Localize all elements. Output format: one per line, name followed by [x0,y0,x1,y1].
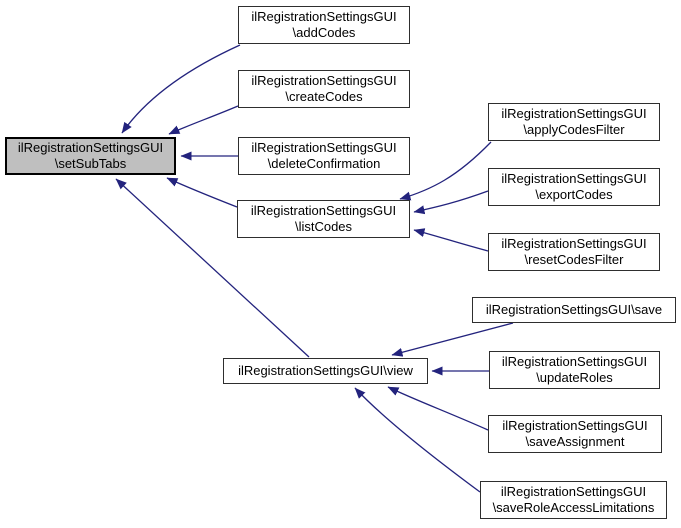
node-view[interactable]: ilRegistrationSettingsGUI\view [223,358,428,384]
edge-addcodes-to-setsubtabs [121,44,241,134]
node-applycodesfilter[interactable]: ilRegistrationSettingsGUI \applyCodesFil… [488,103,660,141]
node-label-line: ilRegistrationSettingsGUI\save [485,302,663,317]
node-listcodes[interactable]: ilRegistrationSettingsGUI \listCodes [237,200,410,238]
node-label-line: \resetCodesFilter [524,252,624,267]
node-deleteconfirmation[interactable]: ilRegistrationSettingsGUI \deleteConfirm… [238,137,410,175]
node-label-line: ilRegistrationSettingsGUI [501,236,647,251]
node-label-line: \listCodes [294,219,353,234]
node-updateroles[interactable]: ilRegistrationSettingsGUI \updateRoles [489,351,660,389]
node-label-line: \updateRoles [536,370,613,385]
edge-saveassignment-to-view [387,386,489,431]
node-label-line: ilRegistrationSettingsGUI [250,203,397,218]
edge-applycodesfilter-to-listcodes [399,141,492,201]
node-label-line: \saveRoleAccessLimitations [492,500,655,515]
node-label-line: \exportCodes [535,187,613,202]
edge-saveroleaccesslimitations-to-view [354,387,481,493]
node-saveassignment[interactable]: ilRegistrationSettingsGUI \saveAssignmen… [488,415,662,453]
node-label-line: ilRegistrationSettingsGUI\view [238,363,413,378]
node-label-line: ilRegistrationSettingsGUI [501,354,648,369]
node-label-line: \applyCodesFilter [523,122,625,137]
node-label-line: ilRegistrationSettingsGUI [502,418,648,433]
node-setsubtabs: ilRegistrationSettingsGUI \setSubTabs [5,137,176,175]
node-saveroleaccesslimitations[interactable]: ilRegistrationSettingsGUI \saveRoleAcces… [480,481,667,519]
node-label-line: ilRegistrationSettingsGUI [17,140,164,155]
edge-resetcodesfilter-to-listcodes [413,228,489,252]
node-label-line: ilRegistrationSettingsGUI [251,140,397,155]
node-label-line: \addCodes [292,25,356,40]
node-createcodes[interactable]: ilRegistrationSettingsGUI \createCodes [238,70,410,108]
node-label-line: \createCodes [285,89,363,104]
edge-createcodes-to-setsubtabs [168,105,239,135]
node-label-line: \deleteConfirmation [267,156,381,171]
node-label-line: ilRegistrationSettingsGUI [501,171,647,186]
node-label-line: ilRegistrationSettingsGUI [251,73,397,88]
node-label-line: ilRegistrationSettingsGUI [251,9,397,24]
node-label-line: ilRegistrationSettingsGUI [501,106,647,121]
edge-exportcodes-to-listcodes [413,190,489,215]
node-save[interactable]: ilRegistrationSettingsGUI\save [472,297,676,323]
node-label-line: \setSubTabs [54,156,127,171]
node-exportcodes[interactable]: ilRegistrationSettingsGUI \exportCodes [488,168,660,206]
node-resetcodesfilter[interactable]: ilRegistrationSettingsGUI \resetCodesFil… [488,233,660,271]
node-label-line: ilRegistrationSettingsGUI [500,484,647,499]
edge-listcodes-to-setsubtabs [166,177,238,208]
node-addcodes[interactable]: ilRegistrationSettingsGUI \addCodes [238,6,410,44]
node-label-line: \saveAssignment [525,434,625,449]
